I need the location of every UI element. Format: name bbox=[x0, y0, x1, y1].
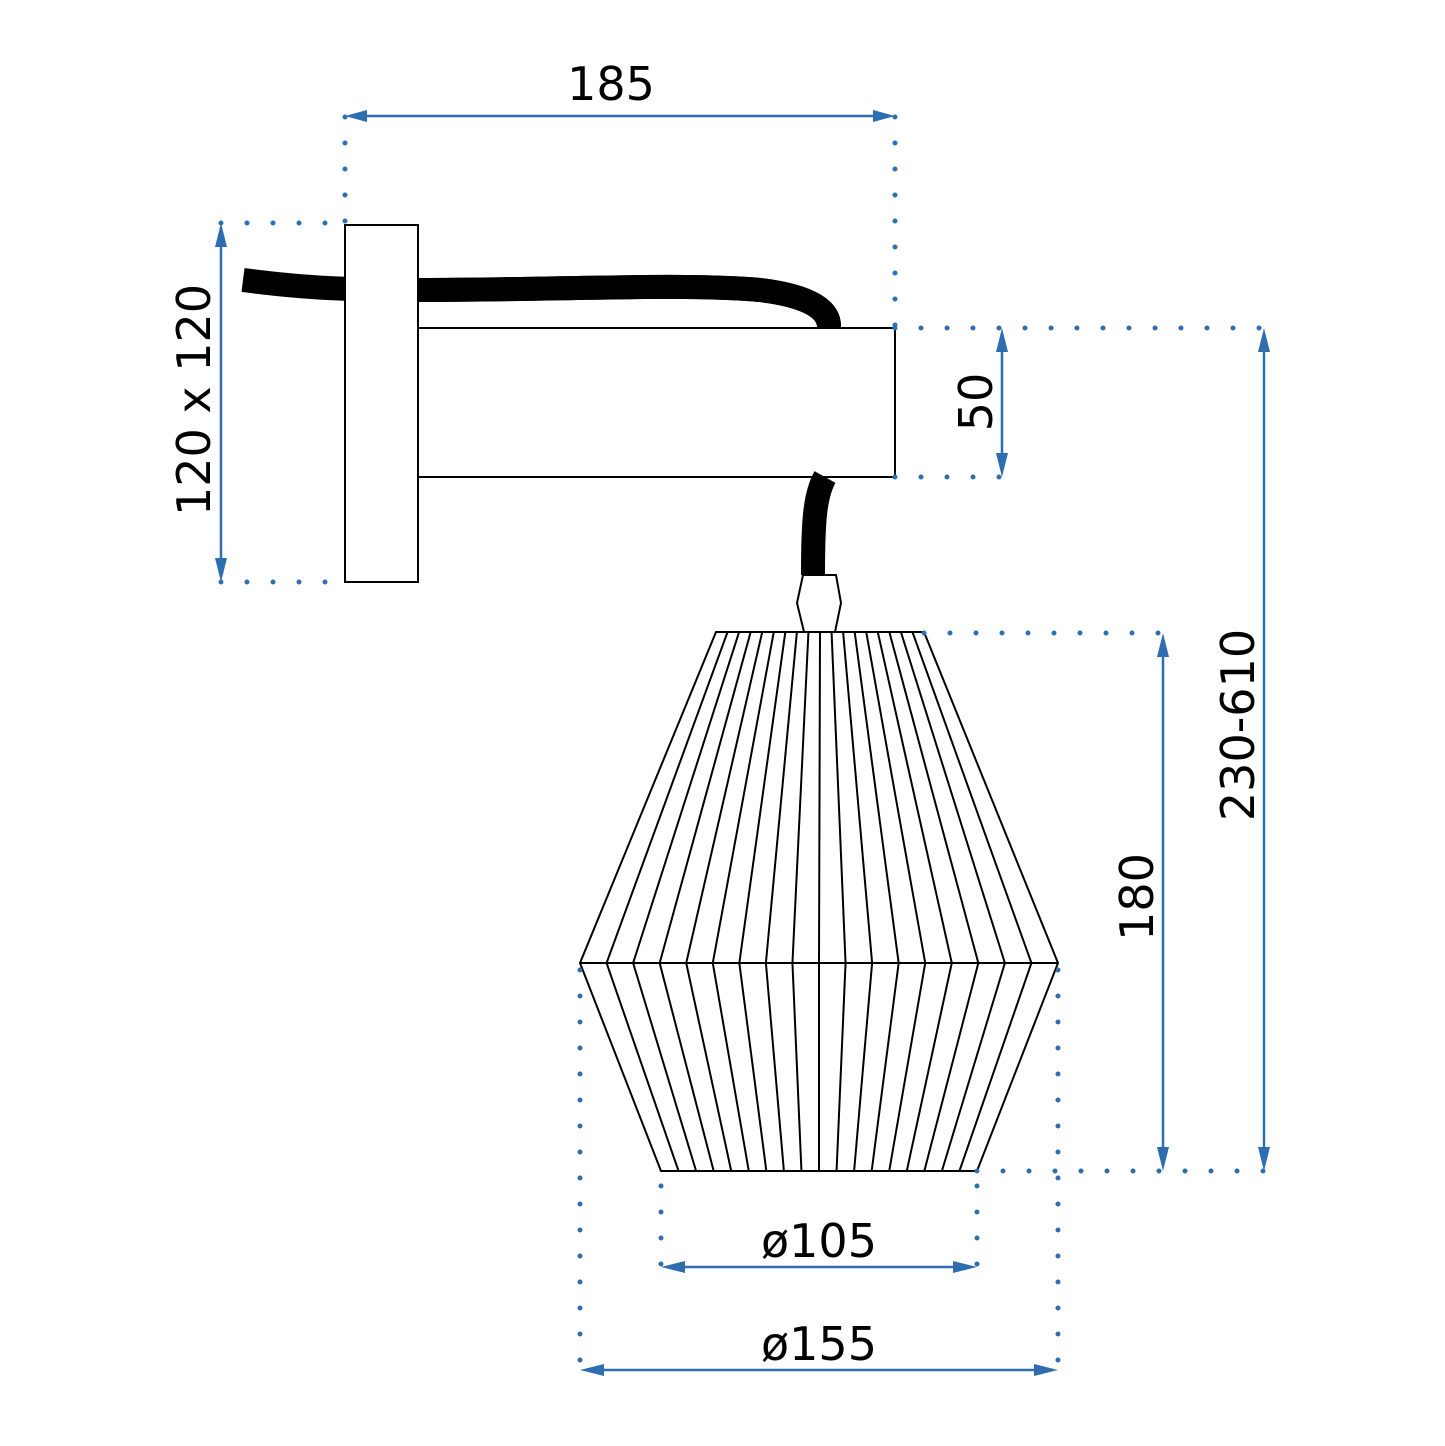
total-height-label: 230-610 bbox=[1211, 629, 1265, 821]
shade-max-diameter-label: ø155 bbox=[761, 1317, 877, 1371]
shade-pleat bbox=[830, 631, 847, 1172]
dimension-total-height: 230-610 bbox=[1211, 328, 1270, 1171]
shade-pleat bbox=[899, 631, 1006, 1172]
pleated-shade bbox=[578, 631, 1060, 1172]
extension-lines bbox=[218, 114, 1268, 1373]
arm-length-label: 185 bbox=[567, 57, 655, 111]
shade-pleat bbox=[853, 631, 900, 1172]
dimension-shade-height: 180 bbox=[1110, 633, 1169, 1171]
shade-height-label: 180 bbox=[1110, 853, 1164, 941]
shade-pleat bbox=[605, 631, 729, 1172]
shade-pleat bbox=[818, 631, 821, 1171]
dimension-wall-plate: 120 x 120 bbox=[167, 223, 227, 582]
dimension-shade-max-diameter: ø155 bbox=[580, 1317, 1058, 1376]
shade-pleat bbox=[658, 631, 752, 1172]
arm bbox=[417, 327, 896, 478]
dimension-arm-height: 50 bbox=[949, 328, 1008, 477]
arm-height-label: 50 bbox=[949, 373, 1003, 432]
shade-pleat bbox=[738, 631, 787, 1172]
shade-pleat bbox=[685, 631, 764, 1172]
shade-pleat bbox=[888, 631, 980, 1172]
shade-pleat bbox=[764, 631, 798, 1172]
shade-pleat bbox=[842, 631, 874, 1172]
dimension-shade-bottom-diameter: ø105 bbox=[661, 1214, 977, 1273]
shade-pleat bbox=[876, 631, 953, 1172]
upper-cable-right bbox=[417, 274, 841, 329]
dimension-arm-length: 185 bbox=[345, 57, 895, 122]
shade-pleat bbox=[632, 631, 741, 1172]
shade-pleat bbox=[865, 631, 927, 1172]
shade-pleat bbox=[711, 631, 775, 1172]
lower-cable bbox=[801, 471, 836, 576]
shade-bottom-diameter-label: ø105 bbox=[761, 1214, 877, 1268]
wall-plate-label: 120 x 120 bbox=[167, 284, 221, 516]
socket bbox=[795, 574, 843, 633]
shade-pleat bbox=[791, 631, 810, 1172]
wall-plate bbox=[344, 224, 419, 583]
shade-pleat bbox=[911, 631, 1033, 1172]
